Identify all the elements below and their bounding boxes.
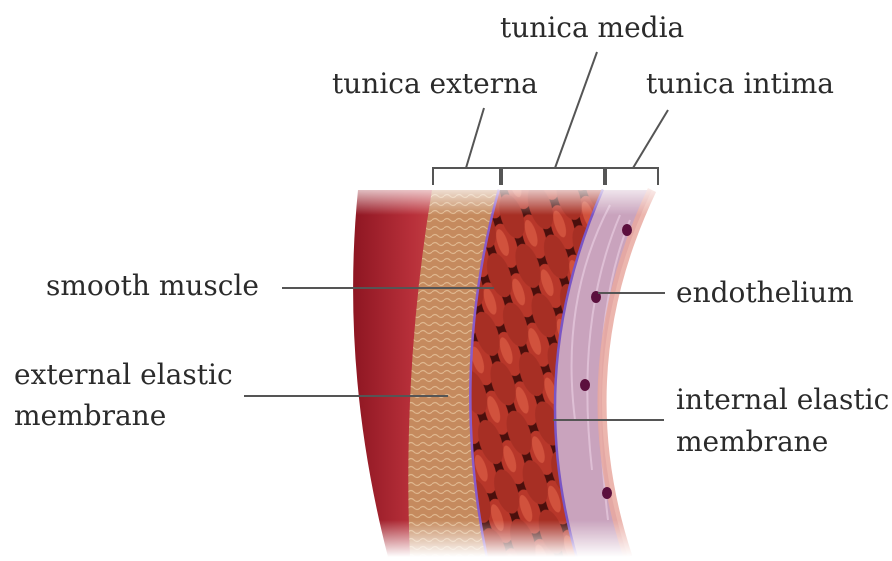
label-tunica-externa: tunica externa: [332, 66, 538, 102]
label-tunica-media: tunica media: [500, 10, 684, 46]
leader-tunica-media: [555, 52, 597, 168]
label-external-elastic-line2: membrane: [14, 398, 166, 434]
label-external-elastic-line1: external elastic: [14, 357, 233, 393]
leader-tunica-intima: [633, 110, 668, 168]
label-smooth-muscle: smooth muscle: [46, 268, 259, 304]
endothelial-nucleus: [580, 379, 590, 391]
label-internal-elastic-line2: membrane: [676, 424, 828, 460]
leader-tunica-externa: [466, 108, 484, 168]
top-fade: [340, 180, 670, 215]
label-endothelium: endothelium: [676, 275, 854, 311]
label-tunica-intima: tunica intima: [646, 66, 834, 102]
bottom-fade: [340, 520, 670, 557]
label-internal-elastic-line1: internal elastic: [676, 382, 889, 418]
endothelial-nucleus: [622, 224, 632, 236]
endothelial-nucleus: [602, 487, 612, 499]
